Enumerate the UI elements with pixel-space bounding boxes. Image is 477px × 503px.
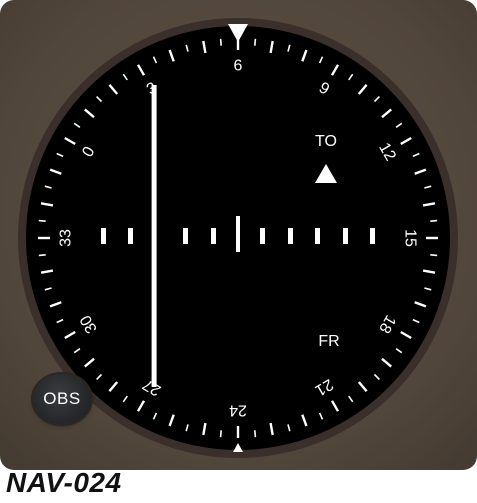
compass-tick [254,430,257,438]
compass-ticks [38,38,438,438]
compass-tick [38,254,46,257]
cdi-dot [128,228,133,244]
compass-tick [136,64,146,76]
compass-label: 21 [312,375,336,399]
course-index-top-icon [228,24,248,42]
compass-tick [301,414,308,427]
compass-tick [373,96,380,103]
compass-tick [56,152,64,158]
compass-tick [96,373,103,380]
compass-tick [381,357,392,368]
compass-tick [44,185,52,189]
compass-tick [152,412,158,420]
compass-tick [185,44,189,52]
cdi-dot [260,228,265,244]
compass-tick [269,422,274,436]
compass-tick [185,424,189,432]
compass-tick [64,330,76,340]
compass-tick [301,49,308,62]
compass-tick [40,202,54,207]
compass-tick [96,96,103,103]
compass-tick [422,269,436,274]
cdi-dot [211,228,216,244]
compass-tick [136,400,146,412]
compass-tick [395,348,403,354]
to-flag-arrow-icon [315,164,337,183]
compass-label: 30 [77,312,101,336]
compass-tick [64,136,76,146]
compass-tick [122,73,128,81]
compass-label: 6 [234,58,243,75]
compass-label: 18 [375,312,399,336]
cdi-dot [315,228,320,244]
compass-tick [287,44,291,52]
compass-tick [330,400,340,412]
compass-tick [84,357,95,368]
compass-tick [219,430,222,438]
compass-tick [269,40,274,54]
compass-label: 33 [58,229,75,247]
to-flag-label: TO [315,133,337,150]
compass-label: 15 [402,229,419,247]
compass-tick [318,412,324,420]
course-index-bottom-icon [233,443,243,452]
compass-tick [168,49,175,62]
cdi-dot [370,228,375,244]
compass-tick [400,330,412,340]
cdi-dot [288,228,293,244]
compass-tick [38,219,46,222]
cdi-center-mark [236,216,240,252]
compass-label: 12 [375,140,399,164]
compass-tick [330,64,340,76]
compass-tick [348,73,354,81]
instrument-id-label: NAV-024 [6,467,122,498]
compass-tick [49,301,62,308]
compass-tick [168,414,175,427]
compass-tick [318,56,324,64]
compass-tick [49,168,62,175]
compass-tick [202,40,207,54]
compass-tick [287,424,291,432]
compass-tick [357,84,368,95]
compass-tick [381,108,392,119]
compass-tick [108,84,119,95]
from-flag-label: FR [318,333,339,350]
compass-tick [395,122,403,128]
cdi-dot [343,228,348,244]
compass-tick [373,373,380,380]
compass-tick [108,381,119,392]
compass-tick [122,395,128,403]
compass-tick [430,219,438,222]
compass-tick [202,422,207,436]
compass-tick [73,122,81,128]
compass-tick [424,185,432,189]
compass-tick [73,348,81,354]
compass-tick [412,318,420,324]
cdi-dot [183,228,188,244]
compass-tick [348,395,354,403]
compass-tick [414,168,427,175]
compass-tick [219,38,222,46]
compass-tick [357,381,368,392]
obs-knob[interactable]: OBS [33,374,91,424]
obs-knob-label: OBS [43,389,81,408]
compass-label: 24 [229,402,247,419]
compass-tick [84,108,95,119]
compass-tick [424,287,432,291]
compass-tick [254,38,257,46]
vor-dial: 69121518212427303303 TO FR [18,18,458,458]
compass-tick [44,287,52,291]
compass-tick [414,301,427,308]
compass-tick [152,56,158,64]
cdi-needle [151,85,157,387]
compass-tick [56,318,64,324]
compass-tick [430,254,438,257]
compass-tick [400,136,412,146]
compass-tick [40,269,54,274]
cdi-dot-scale [101,216,375,252]
compass-tick [412,152,420,158]
compass-tick [422,202,436,207]
cdi-dot [101,228,106,244]
